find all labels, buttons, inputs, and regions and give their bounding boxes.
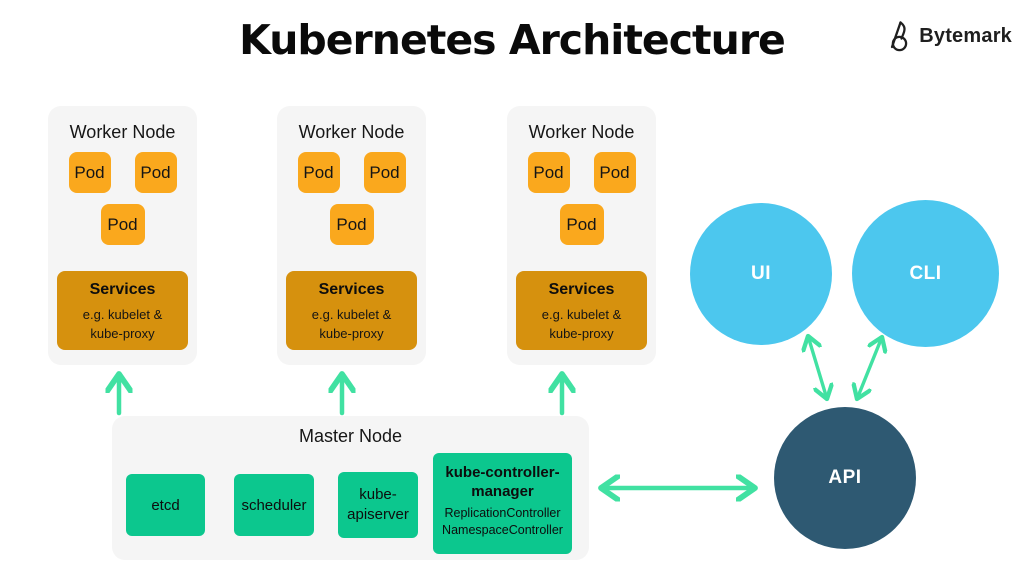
services-subtitle: e.g. kubelet & kube-proxy: [311, 307, 392, 341]
services-title: Services: [548, 281, 615, 298]
services-title: Services: [89, 281, 156, 298]
services-title: Services: [318, 281, 385, 298]
cli-circle: CLI: [852, 200, 999, 347]
ui-label: UI: [751, 263, 771, 284]
services-box: Services e.g. kubelet & kube-proxy: [516, 271, 647, 350]
worker-node-title: Worker Node: [528, 122, 635, 142]
bytemark-logo: Bytemark: [886, 20, 1012, 52]
services-subtitle: e.g. kubelet & kube-proxy: [541, 307, 622, 341]
bytemark-logo-icon: [891, 21, 908, 52]
page-title: Kubernetes Architecture: [239, 16, 786, 64]
master-node-title: Master Node: [298, 426, 403, 446]
bytemark-logo-text: Bytemark: [919, 24, 1012, 47]
services-box: Services e.g. kubelet & kube-proxy: [286, 271, 417, 350]
pod-box: Pod: [527, 152, 570, 193]
component-scheduler: scheduler: [234, 474, 314, 536]
services-subtitle: e.g. kubelet & kube-proxy: [82, 307, 163, 341]
pod-box: Pod: [559, 204, 604, 245]
pod-box: Pod: [363, 152, 406, 193]
arrow-cli-api: [857, 337, 882, 399]
pod-box: Pod: [297, 152, 340, 193]
pods-row: Pod Pod: [297, 152, 406, 193]
kcm-title: kube-controller-manager: [445, 464, 560, 500]
component-kube-apiserver: kube-apiserver: [338, 472, 418, 538]
worker-node-title: Worker Node: [298, 122, 405, 142]
pod-box: Pod: [68, 152, 111, 193]
ui-circle: UI: [690, 203, 832, 345]
arrow-ui-api: [808, 336, 827, 399]
pod-box: Pod: [134, 152, 177, 193]
component-kube-controller-manager: kube-controller-manager ReplicationContr…: [433, 453, 572, 554]
pod-box: Pod: [593, 152, 636, 193]
pods-row: Pod Pod: [527, 152, 636, 193]
kcm-subline: NamespaceController: [442, 523, 563, 537]
services-box: Services e.g. kubelet & kube-proxy: [57, 271, 188, 350]
pods-row: Pod Pod: [68, 152, 177, 193]
kcm-subline: ReplicationController: [444, 506, 561, 520]
api-label: API: [828, 467, 862, 488]
pod-box: Pod: [100, 204, 145, 245]
worker-node-1: Worker Node Pod Pod Pod Services e.g. ku…: [48, 106, 197, 365]
component-etcd: etcd: [126, 474, 205, 536]
master-node: Master Node etcd scheduler kube-apiserve…: [112, 416, 589, 560]
api-circle: API: [774, 407, 916, 549]
worker-node-title: Worker Node: [69, 122, 176, 142]
worker-node-3: Worker Node Pod Pod Pod Services e.g. ku…: [507, 106, 656, 365]
worker-node-2: Worker Node Pod Pod Pod Services e.g. ku…: [277, 106, 426, 365]
cli-label: CLI: [909, 262, 942, 284]
pod-box: Pod: [329, 204, 374, 245]
